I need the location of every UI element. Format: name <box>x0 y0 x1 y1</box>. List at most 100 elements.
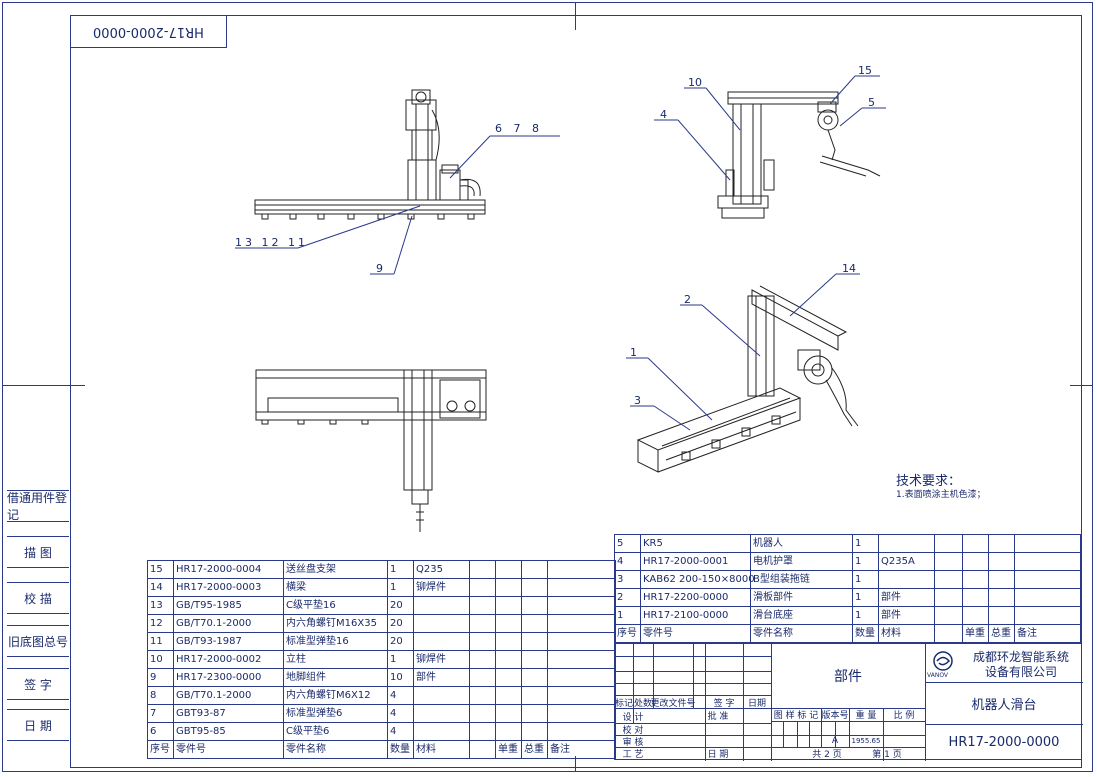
bom-cell: 20 <box>387 632 414 651</box>
bom-cell: 铆焊件 <box>413 578 470 597</box>
bom-empty-cell <box>469 686 496 705</box>
bom-empty-cell <box>962 570 989 589</box>
bom-header-row: 序号零件号零件名称数量材料单重总重备注 <box>614 624 1081 643</box>
bom-empty-cell <box>469 650 496 669</box>
bom-empty-cell <box>934 588 963 607</box>
company-name-line2: 设备有限公司 <box>984 665 1057 679</box>
bom-cell: 部件 <box>413 668 470 687</box>
bom-header-cell: 材料 <box>878 624 935 643</box>
bom-empty-cell <box>1014 570 1081 589</box>
bom-cell: GB/T70.1-2000 <box>173 614 284 633</box>
bom-empty-cell <box>962 534 989 553</box>
bom-empty-cell <box>988 588 1015 607</box>
page-number: 第 1 页 <box>872 750 902 760</box>
bom-empty-cell <box>547 704 616 723</box>
bom-cell: 1 <box>852 570 879 589</box>
bom-cell: 10 <box>147 650 174 669</box>
tech-requirements-title: 技术要求： <box>896 474 962 489</box>
bom-empty-cell <box>962 606 989 625</box>
bom-empty-cell <box>495 614 522 633</box>
bom-empty-cell <box>1014 606 1081 625</box>
bom-empty-cell <box>547 650 616 669</box>
balloon-10: 10 <box>688 76 702 89</box>
bom-header-cell: 零件名称 <box>283 740 388 759</box>
bom-cell <box>413 632 470 651</box>
bom-cell: 20 <box>387 614 414 633</box>
bom-header-cell: 总重 <box>521 740 548 759</box>
bom-cell: 横梁 <box>283 578 388 597</box>
bom-cell <box>413 722 470 741</box>
bom-empty-cell <box>469 668 496 687</box>
bom-cell <box>413 596 470 615</box>
bom-cell: 2 <box>614 588 641 607</box>
bom-cell: 4 <box>387 704 414 723</box>
bom-empty-cell <box>495 668 522 687</box>
bom-empty-cell <box>469 722 496 741</box>
bom-cell: 20 <box>387 596 414 615</box>
bom-cell: 3 <box>614 570 641 589</box>
bom-cell: 1 <box>614 606 641 625</box>
bom-cell: 部件 <box>878 606 935 625</box>
bottom-center-mark <box>575 756 576 772</box>
bom-empty-cell <box>934 552 963 571</box>
bom-cell: HR17-2200-0000 <box>640 588 751 607</box>
bom-empty-cell <box>521 686 548 705</box>
balloon-9: 9 <box>376 262 383 275</box>
bom-header-cell: 数量 <box>852 624 879 643</box>
bom-cell: 立柱 <box>283 650 388 669</box>
bom-cell: KAB62 200-150×8000 <box>640 570 755 589</box>
bom-cell: B型组装拖链 <box>750 570 853 589</box>
bom-cell: 滑板部件 <box>750 588 853 607</box>
bom-empty-cell <box>1014 552 1081 571</box>
bom-cell: GB/T95-1985 <box>173 596 284 615</box>
right-center-mark <box>1070 385 1093 386</box>
bom-cell: GB/T70.1-2000 <box>173 686 284 705</box>
rev-label-count: 处数 <box>633 698 652 709</box>
bom-cell: 1 <box>387 650 414 669</box>
bom-header-cell: 零件号 <box>640 624 751 643</box>
side-label-register: 借通用件登记 <box>7 490 69 522</box>
bom-empty-cell <box>934 570 963 589</box>
bom-empty-cell <box>1014 534 1081 553</box>
bom-cell: GBT93-87 <box>173 704 284 723</box>
bom-cell: 5 <box>614 534 641 553</box>
balloon-4: 4 <box>660 108 667 121</box>
role-design: 设 计 <box>622 712 644 723</box>
bom-empty-cell <box>547 686 616 705</box>
bom-empty-cell <box>547 578 616 597</box>
bom-empty-cell <box>495 704 522 723</box>
bom-empty-cell <box>495 686 522 705</box>
bom-header-cell: 备注 <box>1014 624 1081 643</box>
balloon-5: 5 <box>868 96 875 109</box>
title-block: 标记 处数 更改文件号 签 字 日期 设 计 校 对 审 核 工 艺 批 准 日… <box>614 643 1083 761</box>
bom-empty-cell <box>934 534 963 553</box>
bom-empty-cell <box>521 560 548 579</box>
bom-empty-cell <box>469 704 496 723</box>
bom-cell: 11 <box>147 632 174 651</box>
bom-cell: HR17-2000-0002 <box>173 650 284 669</box>
bom-cell <box>878 534 935 553</box>
bom-empty-cell <box>521 650 548 669</box>
side-label-old-number: 旧底图总号 <box>7 625 69 657</box>
bom-cell: HR17-2100-0000 <box>640 606 751 625</box>
bom-cell: HR17-2000-0003 <box>173 578 284 597</box>
bom-cell: 铆焊件 <box>413 650 470 669</box>
bom-empty-cell <box>495 560 522 579</box>
rev-label-sign: 签 字 <box>713 698 735 709</box>
bom-cell: 内六角螺钉M16X35 <box>283 614 388 633</box>
bom-cell: HR17-2000-0001 <box>640 552 751 571</box>
bom-cell: 滑台底座 <box>750 606 853 625</box>
weight-value: 1955.65 <box>851 737 881 745</box>
bom-empty-cell <box>962 588 989 607</box>
drawing-name: 机器人滑台 <box>971 697 1037 713</box>
